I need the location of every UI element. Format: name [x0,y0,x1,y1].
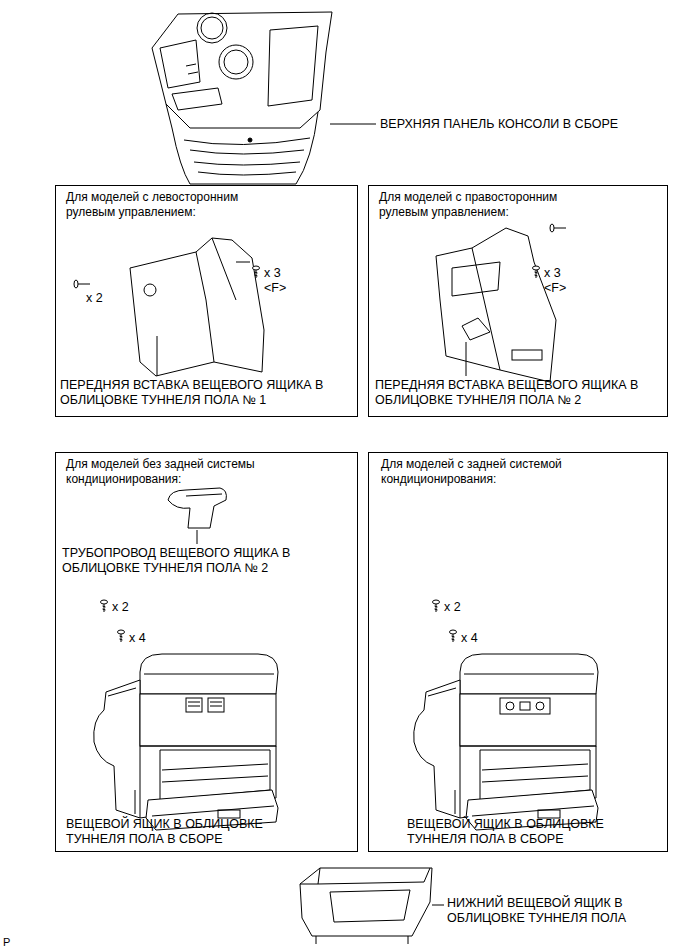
part-name: НИЖНИЙ ВЕЩЕВОЙ ЯЩИК В ОБЛИЦОВКЕ ТУННЕЛЯ … [447,896,647,926]
lower-console-box [300,868,444,944]
variant-frame: Для моделей с правосторонним рулевым упр… [368,185,668,417]
quantity-callout: x 2 [86,291,103,306]
front-insert-no1 [74,238,264,376]
quantity-callout: x 4 [129,631,146,646]
part-name: ПЕРЕДНЯЯ ВСТАВКА ВЕЩЕВОГО ЯЩИКА В ОБЛИЦО… [60,378,350,408]
front-insert-no2 [436,224,566,382]
part-name: ПЕРЕДНЯЯ ВСТАВКА ВЕЩЕВОГО ЯЩИКА В ОБЛИЦО… [375,378,663,408]
fastener-code: <F> [544,281,566,296]
quantity-callout: x 3 [544,266,561,281]
quantity-callout: x 4 [461,631,478,646]
figure-code: P [3,936,10,948]
quantity-callout: x 2 [112,600,129,615]
duct-and-box-no-rear-ac [94,488,278,830]
variant-frame: Для моделей с задней системой кондициони… [368,452,668,852]
part-name: ВЕЩЕВОЙ ЯЩИК В ОБЛИЦОВКЕ ТУННЕЛЯ ПОЛА В … [407,817,657,847]
box-with-rear-ac [414,600,598,830]
quantity-callout: x 2 [444,600,461,615]
upper-console-panel [152,12,376,184]
part-name: ТРУБОПРОВОД ВЕЩЕВОГО ЯЩИКА В ОБЛИЦОВКЕ Т… [62,546,324,576]
frame-heading: Для моделей с правосторонним рулевым упр… [379,190,574,220]
frame-heading: Для моделей с задней системой кондициони… [381,457,621,487]
fastener-code: <F> [264,281,286,296]
quantity-callout: x 3 [264,266,281,281]
variant-frame: Для моделей без задней системы кондицион… [55,452,358,852]
frame-heading: Для моделей с левосторонним рулевым упра… [66,190,261,220]
part-name: ВЕРХНЯЯ ПАНЕЛЬ КОНСОЛИ В СБОРЕ [380,117,618,132]
frame-heading: Для моделей без задней системы кондицион… [66,457,306,487]
part-name: ВЕЩЕВОЙ ЯЩИК В ОБЛИЦОВКЕ ТУННЕЛЯ ПОЛА В … [66,817,316,847]
